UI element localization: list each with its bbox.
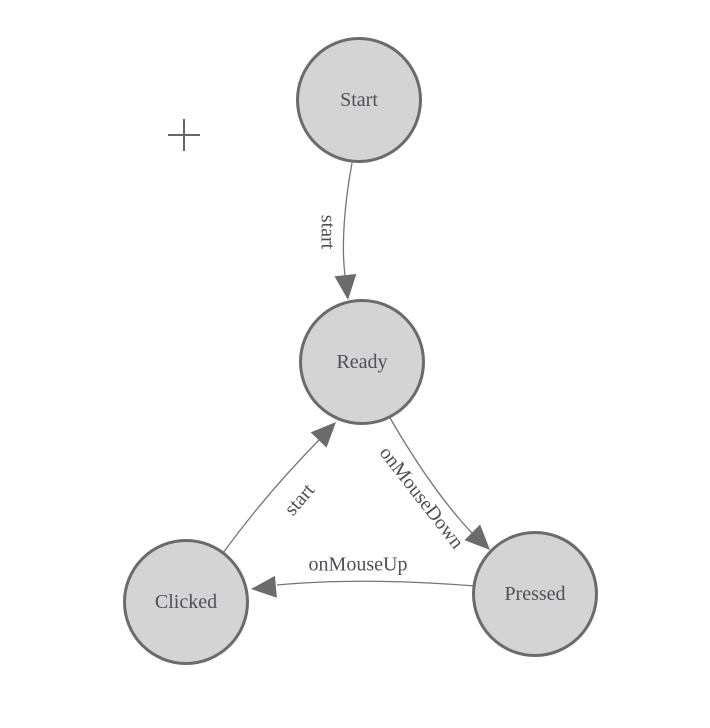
state-node-ready[interactable]: Ready: [299, 299, 425, 425]
edge-pressed-to-clicked[interactable]: [276, 580, 476, 587]
state-node-ready-label: Ready: [336, 350, 388, 373]
state-node-start-label: Start: [340, 88, 378, 111]
edge-start-to-ready[interactable]: [342, 162, 353, 276]
arrowhead-icon: [464, 524, 490, 550]
state-node-pressed[interactable]: Pressed: [472, 531, 598, 657]
state-node-start[interactable]: Start: [296, 37, 422, 163]
arrowhead-icon: [310, 422, 336, 448]
arrowhead-icon: [251, 575, 277, 598]
state-node-pressed-label: Pressed: [504, 582, 566, 605]
edge-ready-to-pressed[interactable]: [389, 417, 473, 534]
edge-clicked-to-ready[interactable]: [222, 439, 320, 554]
arrowhead-icon: [334, 273, 357, 300]
plus-cursor-icon: [168, 119, 200, 151]
state-node-clicked[interactable]: Clicked: [123, 539, 249, 665]
state-node-clicked-label: Clicked: [154, 590, 218, 613]
